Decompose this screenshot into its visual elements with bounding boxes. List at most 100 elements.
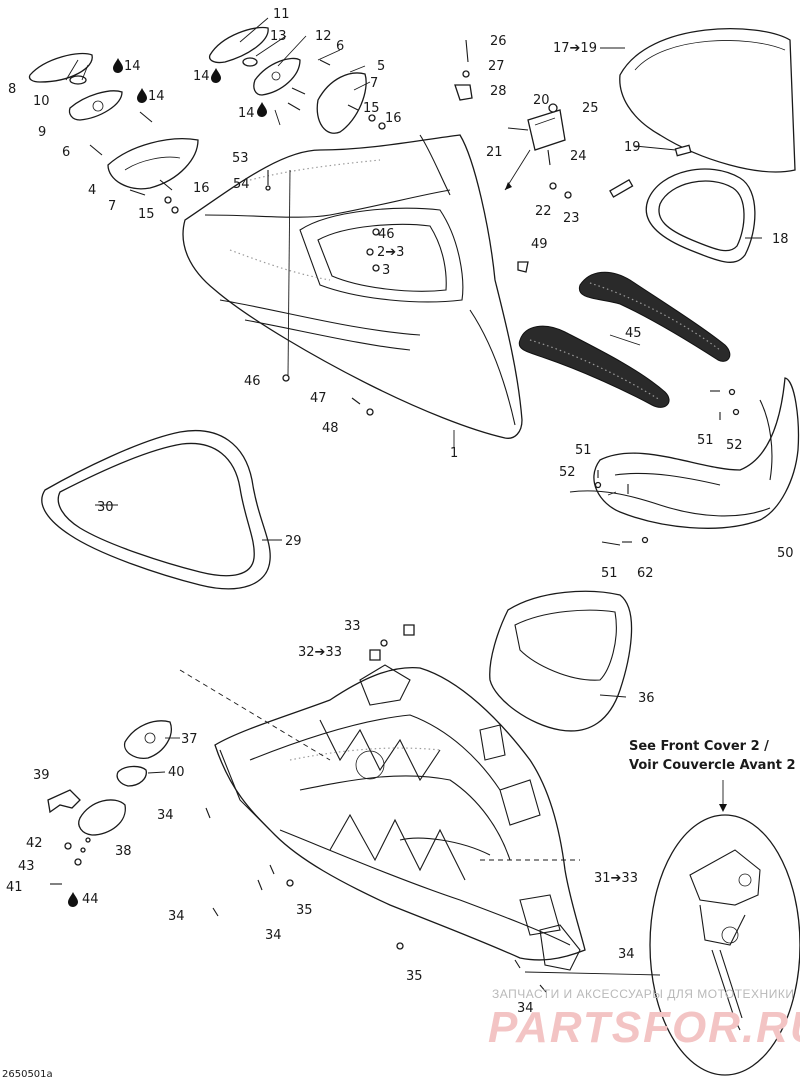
callout-labels-extra: 62 [637, 566, 654, 581]
callout-34: 34 [157, 808, 174, 823]
callout-14: 14 [238, 106, 255, 121]
callout-53: 53 [232, 151, 249, 166]
storage-bin-part [489, 590, 633, 732]
windshield-part [619, 28, 796, 173]
callout-41: 41 [6, 880, 23, 895]
lubricant-drop-icon [113, 58, 123, 73]
callout-14: 14 [193, 69, 210, 84]
callout-21: 21 [486, 145, 503, 160]
leader-lines [65, 17, 762, 976]
callout-18: 18 [772, 232, 789, 247]
callout-20: 20 [533, 93, 550, 108]
callout-44: 44 [82, 892, 99, 907]
callout-33: 33 [344, 619, 361, 634]
callout-3: 3 [382, 263, 390, 278]
callout-50: 50 [777, 546, 794, 561]
callout-62-label: 62 [637, 566, 654, 581]
watermark-logo: PARTSFOR.RU [488, 1003, 800, 1052]
callout-37: 37 [181, 732, 198, 747]
cross-reference-note: See Front Cover 2 / Voir Couvercle Avant… [629, 739, 796, 773]
callout-35: 35 [296, 903, 313, 918]
callout-49: 49 [531, 237, 548, 252]
drawing-code: 2650501a [2, 1069, 53, 1080]
callout-54: 54 [233, 177, 250, 192]
callout-45: 45 [625, 326, 642, 341]
callout-46: 46 [378, 227, 395, 242]
watermark-caption: ЗАПЧАСТИ И АКСЕССУАРЫ ДЛЯ МОТОТЕХНИКИ [492, 987, 794, 1001]
callout-27: 27 [488, 59, 505, 74]
callout-4: 4 [88, 183, 96, 198]
trim-strip-part [609, 144, 692, 198]
callout-48: 48 [322, 421, 339, 436]
callout-15: 15 [138, 207, 155, 222]
callout-11: 11 [273, 7, 290, 22]
side-trim-panel-part [569, 377, 800, 544]
callout-15: 15 [363, 101, 380, 116]
callout-19: 19 [624, 140, 641, 155]
hardware-bolts-top [89, 39, 473, 214]
callout-40: 40 [168, 765, 185, 780]
callout-9: 9 [38, 125, 46, 140]
callout-12: 12 [315, 29, 332, 44]
front-cover-2-detail-circle [649, 814, 800, 1076]
lubricant-drop-icon [257, 102, 267, 117]
callout-25: 25 [582, 101, 599, 116]
callout-51: 51 [697, 433, 714, 448]
callout-42: 42 [26, 836, 43, 851]
callout-17-19: 17➔19 [553, 41, 597, 56]
watermark: ЗАПЧАСТИ И АКСЕССУАРЫ ДЛЯ МОТОТЕХНИКИ PA… [488, 987, 800, 1052]
callout-32-33: 32➔33 [298, 645, 342, 660]
callout-31-33: 31➔33 [594, 871, 638, 886]
callout-34: 34 [517, 1001, 534, 1016]
front-cover-part [182, 134, 523, 439]
callout-47: 47 [310, 391, 327, 406]
callout-29: 29 [285, 534, 302, 549]
bracket-assembly [504, 103, 572, 199]
callout-43: 43 [18, 859, 35, 874]
front-frame-part [214, 664, 586, 971]
callout-labels: 11 1 3 12 6 14 5 7 14 15 16 26 27 28 17➔1… [6, 7, 794, 1016]
callout-10: 10 [33, 94, 50, 109]
callout-6: 6 [336, 39, 344, 54]
callout-5: 5 [377, 59, 385, 74]
mirror-assembly-left [28, 52, 199, 190]
callout-7: 7 [370, 76, 378, 91]
lubricant-drop-icon [211, 68, 221, 83]
callout-38: 38 [115, 844, 132, 859]
callout-46: 46 [244, 374, 261, 389]
callout-28: 28 [490, 84, 507, 99]
latch-assembly-parts [47, 720, 172, 885]
hose-part [518, 271, 731, 408]
callout-39: 39 [33, 768, 50, 783]
callout-8: 8 [8, 82, 16, 97]
callout-16: 16 [193, 181, 210, 196]
frame-fasteners [205, 624, 547, 993]
callout-1: 1 [450, 446, 458, 461]
callout-24: 24 [570, 149, 587, 164]
storage-gasket-part [41, 430, 271, 590]
callout-52: 52 [559, 465, 576, 480]
callout-6: 6 [62, 145, 70, 160]
callout-34: 34 [265, 928, 282, 943]
callout-7: 7 [108, 199, 116, 214]
lubricant-drop-icons [68, 58, 267, 907]
callout-26: 26 [490, 34, 507, 49]
callout-35: 35 [406, 969, 423, 984]
callout-14: 14 [148, 89, 165, 104]
callout-16: 16 [385, 111, 402, 126]
callout-51: 51 [575, 443, 592, 458]
cross-reference-line-2: Voir Couvercle Avant 2 [629, 758, 796, 773]
callout-2-3: 2➔3 [377, 245, 404, 260]
mirror-assembly-right [208, 26, 367, 134]
callout-52: 52 [726, 438, 743, 453]
callout-23: 23 [563, 211, 580, 226]
lubricant-drop-icon [137, 88, 147, 103]
cross-reference-line-1: See Front Cover 2 / [629, 739, 769, 754]
callout-34: 34 [618, 947, 635, 962]
windshield-gasket-part [645, 168, 756, 263]
callout-30: 30 [97, 500, 114, 515]
callout-14: 14 [124, 59, 141, 74]
callout-51: 51 [601, 566, 618, 581]
callout-36: 36 [638, 691, 655, 706]
